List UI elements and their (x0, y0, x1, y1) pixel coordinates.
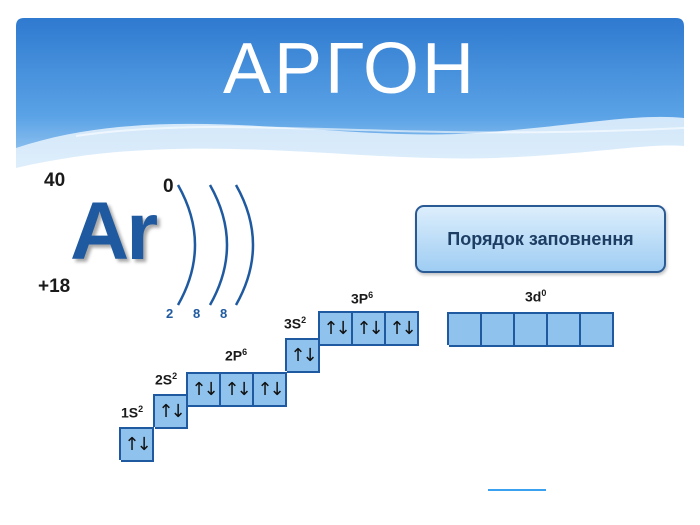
orbital-cell: ↑↓ (221, 374, 254, 407)
orbital-row-2s: ↑↓ (153, 394, 188, 429)
orbital-cell: ↑↓ (386, 313, 419, 346)
shell-arc-3 (234, 184, 255, 306)
orbital-label-3d: 3d0 (525, 288, 547, 305)
title-banner (16, 18, 684, 198)
shell-count-2: 8 (193, 306, 201, 321)
orbital-cell: ↑↓ (155, 396, 188, 429)
orbital-row-3p: ↑↓ ↑↓ ↑↓ (318, 311, 419, 346)
shell-arc-1 (176, 184, 197, 306)
orbital-label-2p: 2P6 (225, 347, 248, 364)
oxidation-state: 0 (163, 176, 174, 197)
orbital-cell (581, 314, 614, 347)
orbital-label-1s: 1S2 (121, 404, 144, 421)
shell-count-1: 2 (166, 306, 174, 321)
orbital-row-3d (447, 312, 614, 347)
orbital-row-1s: ↑↓ (119, 427, 154, 462)
shell-count-3: 8 (220, 306, 228, 321)
decorative-underline (488, 489, 546, 491)
orbital-cell (515, 314, 548, 347)
orbital-row-2p: ↑↓ ↑↓ ↑↓ (186, 372, 287, 407)
orbital-cell: ↑↓ (320, 313, 353, 346)
orbital-cell: ↑↓ (188, 374, 221, 407)
nuclear-charge: +18 (38, 276, 71, 297)
element-symbol: Ar (70, 186, 158, 277)
filling-order-button[interactable]: Порядок заповнення (415, 205, 666, 273)
orbital-cell (449, 314, 482, 347)
orbital-label-3p: 3P6 (351, 290, 374, 307)
orbital-cell: ↑↓ (287, 340, 320, 373)
orbital-cell: ↑↓ (121, 429, 154, 462)
orbital-row-3s: ↑↓ (285, 338, 320, 373)
electron-shell-arcs (176, 184, 255, 306)
orbital-cell: ↑↓ (353, 313, 386, 346)
orbital-cell (482, 314, 515, 347)
mass-number: 40 (44, 170, 66, 191)
orbital-cell: ↑↓ (254, 374, 287, 407)
orbital-label-2s: 2S2 (155, 371, 178, 388)
orbital-cell (548, 314, 581, 347)
shell-arc-2 (208, 184, 229, 306)
orbital-label-3s: 3S2 (284, 315, 307, 332)
page-title: АРГОН (223, 29, 477, 109)
